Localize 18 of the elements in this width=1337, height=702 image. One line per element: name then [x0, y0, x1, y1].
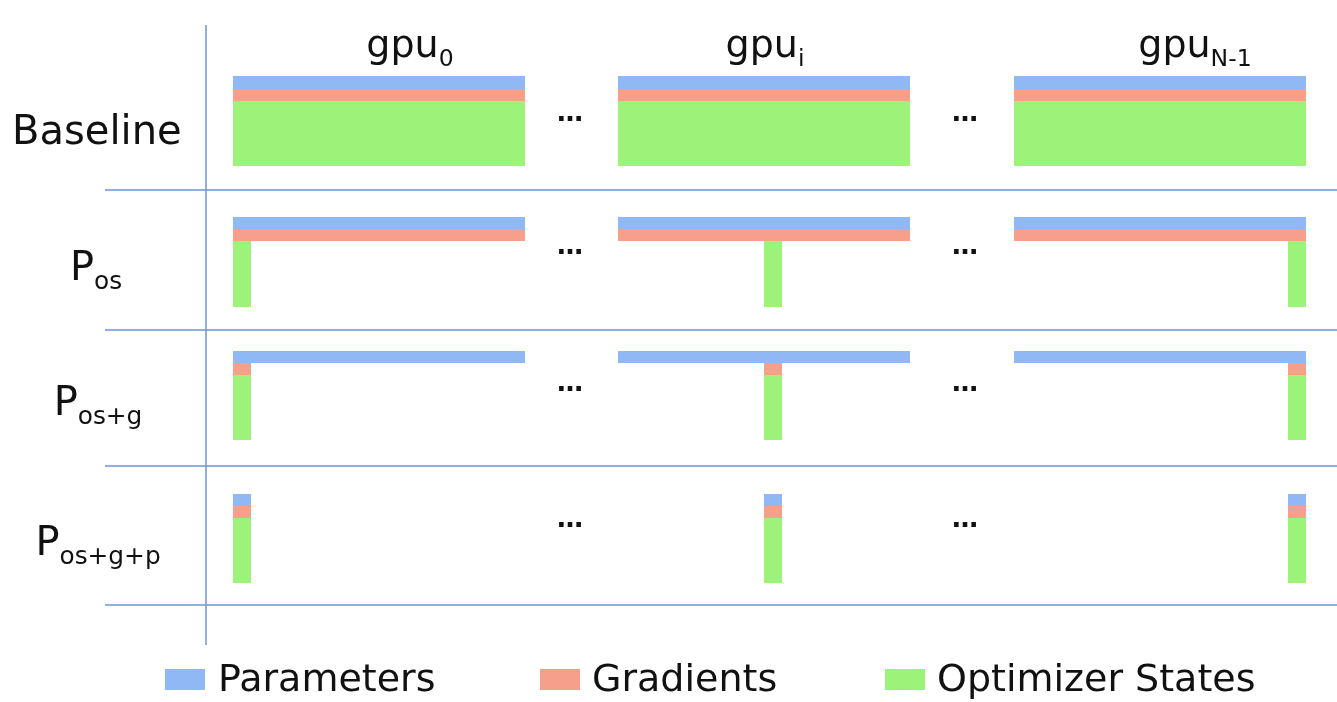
- ellipsis: …: [952, 505, 978, 531]
- row-label: P$_{os}$: [69, 246, 123, 294]
- ellipsis: …: [557, 369, 583, 395]
- row-label: P$_{os+g}$: [53, 381, 143, 429]
- ellipsis: …: [952, 99, 978, 125]
- ellipsis: …: [952, 369, 978, 395]
- ellipsis: …: [557, 505, 583, 531]
- legend-label: Gradients: [592, 659, 778, 697]
- column-header: gpu$_{N-1}$: [1138, 25, 1252, 71]
- column-header: gpu$_{0}$: [366, 25, 454, 71]
- row-label: P$_{os+g+p}$: [35, 521, 161, 569]
- ellipsis: …: [557, 99, 583, 125]
- row-label: Baseline: [12, 110, 182, 150]
- ellipsis: …: [952, 232, 978, 258]
- ellipsis: …: [557, 232, 583, 258]
- legend-label: Optimizer States: [937, 659, 1256, 697]
- column-header: gpu$_{i}$: [725, 25, 805, 71]
- legend-label: Parameters: [218, 659, 436, 697]
